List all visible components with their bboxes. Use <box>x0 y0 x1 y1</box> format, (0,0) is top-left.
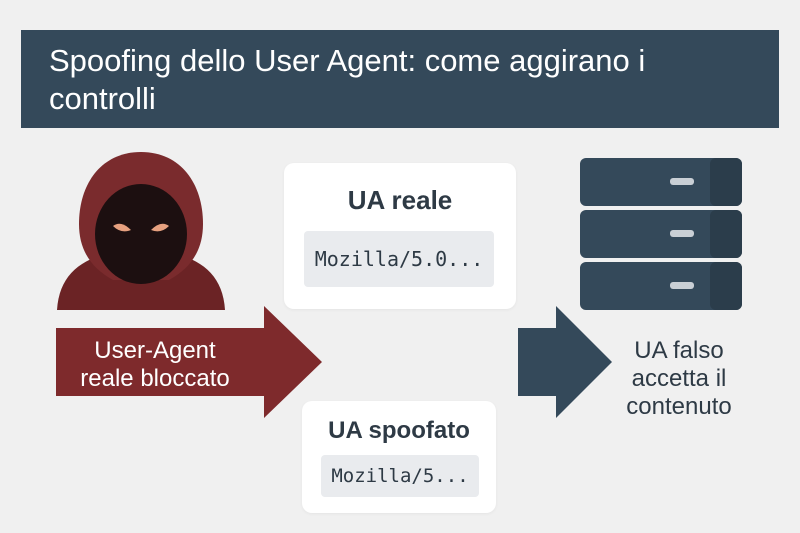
blocked-label: User-Agent reale bloccato <box>80 337 230 392</box>
server-rack-icon <box>580 158 742 310</box>
accepted-label: UA falso accetta il contenuto <box>626 337 732 420</box>
page-title: Spoofing dello User Agent: come aggirano… <box>49 43 646 116</box>
spoofed-ua-code: Mozilla/5... <box>321 455 479 497</box>
hooded-hacker-icon <box>57 152 225 310</box>
accepted-arrow <box>518 306 612 418</box>
real-ua-card: UA reale Mozilla/5.0... <box>284 163 516 309</box>
title-banner: Spoofing dello User Agent: come aggirano… <box>21 30 779 128</box>
spoofed-ua-heading: UA spoofato <box>328 417 470 444</box>
spoofed-ua-card: UA spoofato Mozilla/5... <box>302 401 496 513</box>
real-ua-code: Mozilla/5.0... <box>304 231 494 287</box>
blocked-arrow <box>56 306 322 418</box>
real-ua-heading: UA reale <box>347 185 453 215</box>
